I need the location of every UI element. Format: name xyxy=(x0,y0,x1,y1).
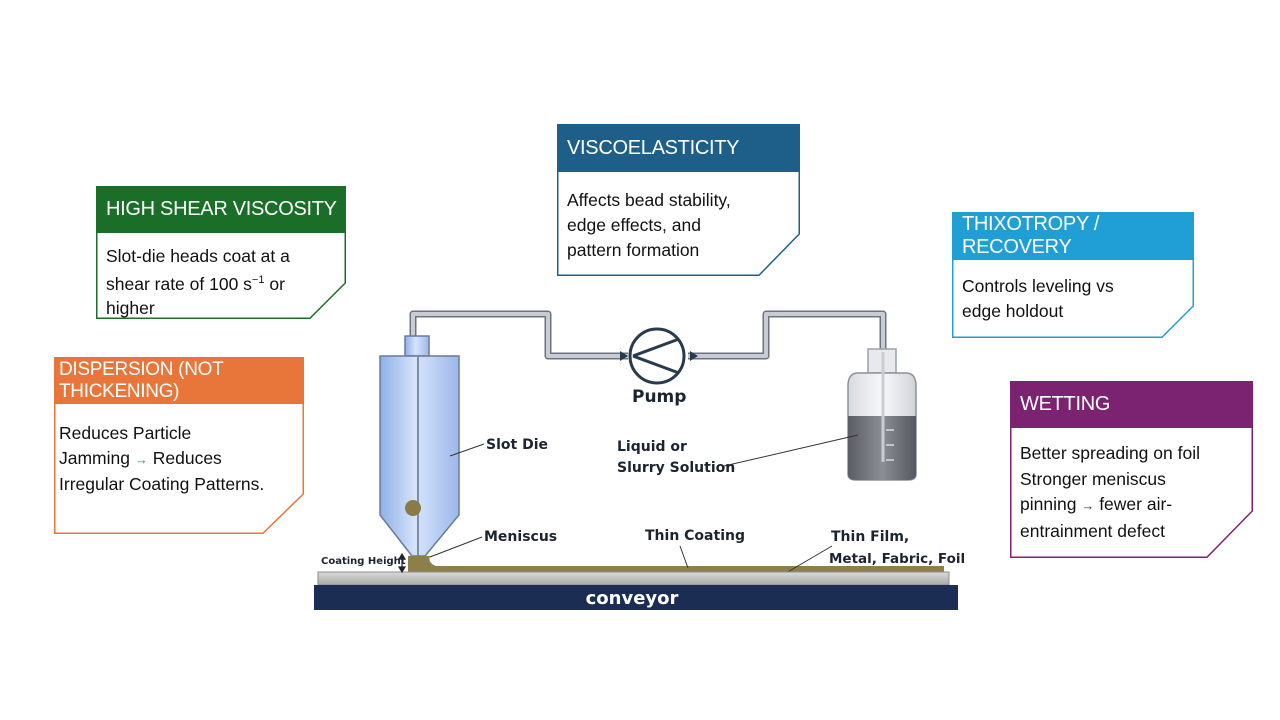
high-shear-line3: higher xyxy=(106,297,155,318)
wetting-line1: Better spreading on foil xyxy=(1020,443,1200,463)
slot-die-pointer xyxy=(449,443,485,457)
slurry-bottle xyxy=(847,348,917,481)
dispersion-line2: Jamming → Reduces xyxy=(59,446,302,472)
liquid-label-line1: Liquid or xyxy=(617,439,687,455)
high-shear-card-text: Slot-die heads coat at a shear rate of 1… xyxy=(106,244,332,320)
liquid-label-line2: Slurry Solution xyxy=(617,460,735,476)
dispersion-card: DISPERSION (NOT THICKENING) Reduces Part… xyxy=(54,357,304,534)
wetting-card-text: Better spreading on foil Stronger menisc… xyxy=(1020,441,1249,544)
tubing xyxy=(409,310,887,360)
thixotropy-card-text: Controls leveling vs edge holdout xyxy=(962,274,1180,324)
dispersion-line2-post: Reduces xyxy=(147,448,222,468)
thin-coating-label: Thin Coating xyxy=(645,528,745,544)
conveyor-belt xyxy=(314,585,958,610)
dispersion-card-text: Reduces Particle Jamming → Reduces Irreg… xyxy=(59,421,302,497)
right-arrow-icon: → xyxy=(134,452,148,467)
viscoelasticity-line3: pattern formation xyxy=(567,240,700,260)
meniscus-label: Meniscus xyxy=(484,529,557,545)
viscoelasticity-line1: Affects bead stability, xyxy=(567,190,731,210)
dispersion-card-title: DISPERSION (NOT THICKENING) xyxy=(54,357,304,404)
thin-film-label-line2: Metal, Fabric, Foil xyxy=(829,551,965,567)
meniscus-bead xyxy=(408,556,448,569)
right-arrow-icon: → xyxy=(1081,498,1095,513)
wetting-line3-post: fewer air- xyxy=(1094,494,1173,514)
pump-icon xyxy=(620,327,698,385)
meniscus-pointer xyxy=(429,536,483,558)
high-shear-line2-post: or xyxy=(264,273,285,294)
viscoelasticity-card-title: VISCOELASTICITY xyxy=(557,124,800,172)
dispersion-line1: Reduces Particle xyxy=(59,423,192,443)
high-shear-line2: shear rate of 100 s−1 or xyxy=(106,268,332,296)
slot-die xyxy=(379,335,460,557)
high-shear-line1: Slot-die heads coat at a xyxy=(106,246,290,266)
viscoelasticity-card-text: Affects bead stability, edge effects, an… xyxy=(567,188,786,263)
coating-height-label: Coating Height xyxy=(321,556,406,567)
wetting-line4: entrainment defect xyxy=(1020,520,1165,541)
wetting-card: WETTING Better spreading on foil Stronge… xyxy=(1010,381,1253,558)
thin-coating-layer xyxy=(408,566,944,572)
substrate xyxy=(317,571,950,586)
thin-film-label-line1: Thin Film, xyxy=(831,529,909,545)
viscoelasticity-card: VISCOELASTICITY Affects bead stability, … xyxy=(557,124,800,276)
viscoelasticity-line2: edge effects, and xyxy=(567,215,701,235)
coating-height-arrow-icon xyxy=(397,552,407,574)
wetting-card-title: WETTING xyxy=(1010,381,1253,428)
thin-coating-pointer xyxy=(679,545,689,569)
dispersion-line3: Irregular Coating Patterns. xyxy=(59,474,265,494)
wetting-line3: pinning → fewer air- xyxy=(1020,492,1249,519)
wetting-line3-pre: pinning xyxy=(1020,494,1077,514)
thixotropy-card: THIXOTROPY / RECOVERY Controls leveling … xyxy=(952,212,1194,338)
conveyor-label: conveyor xyxy=(586,588,679,609)
pump-label: Pump xyxy=(632,387,686,407)
high-shear-viscosity-card: HIGH SHEAR VISCOSITY Slot-die heads coat… xyxy=(96,186,346,319)
high-shear-card-title: HIGH SHEAR VISCOSITY xyxy=(96,186,346,233)
liquid-pointer xyxy=(723,434,859,467)
thixotropy-line2: edge holdout xyxy=(962,301,1064,321)
dispersion-line2-pre: Jamming xyxy=(59,448,130,468)
thixotropy-line1: Controls leveling vs xyxy=(962,276,1114,296)
thixotropy-card-title: THIXOTROPY / RECOVERY xyxy=(952,212,1194,260)
slot-die-label: Slot Die xyxy=(486,437,548,453)
high-shear-line2-sup: −1 xyxy=(251,274,265,286)
wetting-line2: Stronger meniscus xyxy=(1020,468,1166,489)
high-shear-line2-pre: shear rate of 100 s xyxy=(106,273,252,294)
